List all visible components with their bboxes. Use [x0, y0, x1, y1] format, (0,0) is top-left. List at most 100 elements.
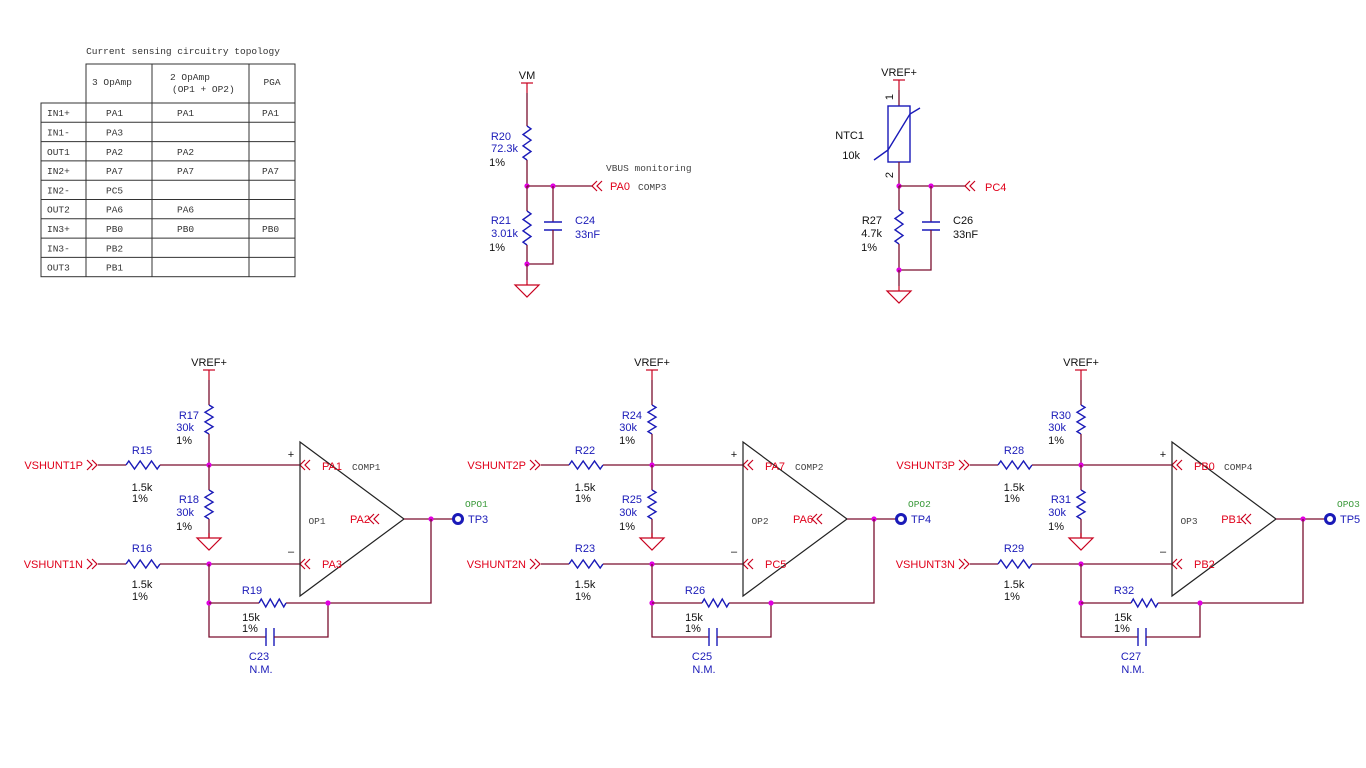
c26-ref: C26: [953, 215, 973, 227]
in-n-port-icon: [958, 558, 970, 570]
rp-ref: R22: [575, 445, 595, 457]
resistor-horizontal-symbol: [125, 459, 161, 471]
r21-ref: R21: [491, 215, 511, 227]
r20-tolerance: 1%: [489, 157, 505, 169]
output-pin-label: PA6: [793, 514, 813, 526]
in-p-pin-icon: [742, 459, 754, 471]
r-pulldown-tolerance: 1%: [619, 521, 635, 533]
resistor-vertical-symbol: [646, 489, 658, 520]
rf-value: 15k: [1114, 612, 1132, 624]
rf-ref: R32: [1114, 585, 1134, 597]
r-pulldown-tolerance: 1%: [176, 521, 192, 533]
table-title: Current sensing circuitry topology: [86, 46, 280, 57]
ntc-pin-1: 1: [884, 94, 896, 100]
vshunt-n-label: VSHUNT1N: [24, 559, 83, 571]
topology-table: Current sensing circuitry topology 3 OpAm…: [40, 46, 296, 278]
ground-icon: [885, 290, 913, 304]
opamp-plus-sign: +: [731, 449, 737, 461]
comp-label: COMP1: [352, 462, 381, 473]
pa0-pin-label: PA0: [610, 181, 630, 193]
opamp-minus-sign: –: [731, 546, 738, 558]
wire: [1080, 564, 1138, 638]
junction-dot: [325, 600, 331, 606]
rf-tolerance: 1%: [242, 623, 258, 635]
power-label: VREF+: [881, 67, 917, 79]
junction-dot: [768, 600, 774, 606]
opamp-plus-sign: +: [1160, 449, 1166, 461]
table-cell: OUT3: [47, 263, 70, 274]
r-pullup-ref: R24: [622, 410, 642, 422]
in-p-pin-icon: [1171, 459, 1183, 471]
test-point-icon: [1324, 513, 1336, 525]
wire: [527, 230, 554, 265]
resistor-horizontal-symbol: [1130, 597, 1159, 609]
opamp-output-net-label: OPO1: [465, 499, 488, 510]
rf-value: 15k: [242, 612, 260, 624]
rp-tolerance: 1%: [1004, 493, 1020, 505]
cf-ref: C23: [249, 651, 269, 663]
r20-value: 72.3k: [491, 143, 518, 155]
output-pin-icon: [1240, 513, 1252, 525]
rf-ref: R26: [685, 585, 705, 597]
r-pullup-tolerance: 1%: [1048, 435, 1064, 447]
resistor-vertical-symbol: [893, 209, 905, 245]
output-pin-icon: [811, 513, 823, 525]
ground-icon: [638, 537, 666, 551]
in-n-pin-label: PB2: [1194, 559, 1215, 571]
table-cell: PB0: [177, 224, 194, 235]
in-n-port-icon: [529, 558, 541, 570]
table-cell: OUT1: [47, 147, 70, 158]
cf-value: N.M.: [692, 664, 715, 676]
cf-ref: C25: [692, 651, 712, 663]
rn-tolerance: 1%: [575, 591, 591, 603]
opamp-minus-sign: –: [1160, 546, 1167, 558]
table-cell: IN3+: [47, 224, 70, 235]
rp-value: 1.5k: [132, 482, 153, 494]
opamp-name: OP1: [308, 516, 325, 527]
in-p-pin-label: PB0: [1194, 461, 1215, 473]
table-cell: PA1: [177, 108, 194, 119]
table-cell: IN2+: [47, 166, 70, 177]
r-pullup-ref: R30: [1051, 410, 1071, 422]
resistor-horizontal-symbol: [997, 558, 1033, 570]
r-pullup-value: 30k: [1048, 422, 1066, 434]
table-header-2-opamp: 2 OpAmp: [170, 72, 210, 83]
vshunt-p-label: VSHUNT1P: [24, 460, 83, 472]
ground-icon: [1067, 537, 1095, 551]
vshunt-p-label: VSHUNT3P: [896, 460, 955, 472]
table-cell: IN1+: [47, 108, 70, 119]
resistor-vertical-symbol: [1075, 404, 1087, 435]
r-pulldown-ref: R18: [179, 494, 199, 506]
opamp-triangle: [1171, 440, 1278, 598]
r-pullup-tolerance: 1%: [619, 435, 635, 447]
opamp-name: OP3: [1180, 516, 1197, 527]
test-point-label: TP3: [468, 514, 488, 526]
vshunt-p-label: VSHUNT2P: [467, 460, 526, 472]
table-header-pga: PGA: [263, 77, 280, 88]
table-header-3-opamp: 3 OpAmp: [92, 77, 132, 88]
table-cell: IN2-: [47, 185, 70, 196]
in-n-pin-label: PC5: [765, 559, 786, 571]
table-cell: PB1: [106, 263, 123, 274]
comp3-label: COMP3: [638, 182, 667, 193]
in-n-pin-icon: [1171, 558, 1183, 570]
opamp-triangle: [299, 440, 406, 598]
r-pulldown-tolerance: 1%: [1048, 521, 1064, 533]
c26-value: 33nF: [953, 229, 978, 241]
opamp-plus-sign: +: [288, 449, 294, 461]
resistor-horizontal-symbol: [568, 459, 604, 471]
ntc-pin-2: 2: [884, 172, 896, 178]
table-cell: IN3-: [47, 243, 70, 254]
in-p-pin-label: PA1: [322, 461, 342, 473]
table-cell: PB2: [106, 243, 123, 254]
table-cell: PA7: [262, 166, 279, 177]
table-body-box: [40, 102, 296, 278]
comp-label: COMP2: [795, 462, 824, 473]
r-pulldown-ref: R31: [1051, 494, 1071, 506]
rn-tolerance: 1%: [1004, 591, 1020, 603]
in-p-pin-label: PA7: [765, 461, 785, 473]
